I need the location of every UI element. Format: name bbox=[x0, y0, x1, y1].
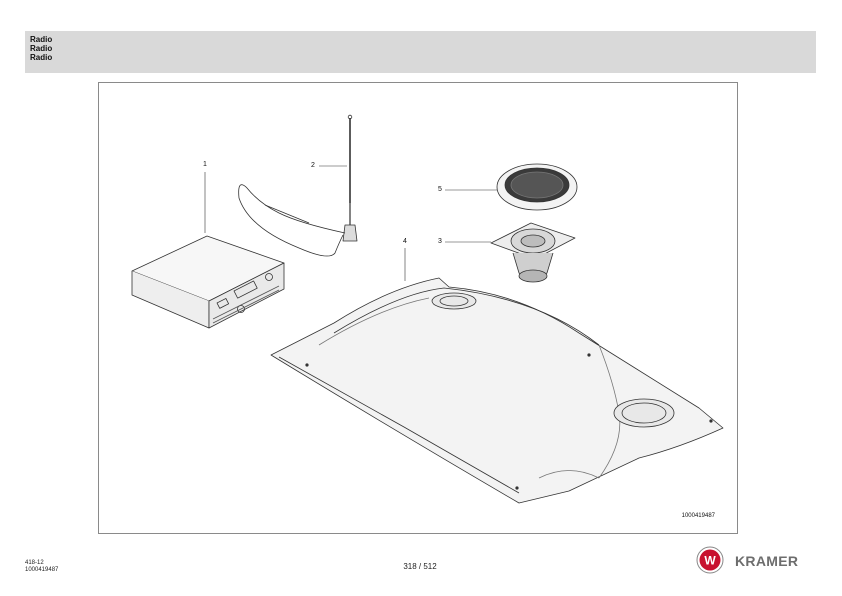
header-band: Radio Radio Radio bbox=[25, 31, 816, 73]
svg-text:W: W bbox=[704, 554, 716, 568]
exploded-view-figure: 1 2 3 4 5 1000419487 bbox=[98, 82, 738, 534]
callout-3: 3 bbox=[438, 238, 442, 245]
kramer-logo-icon: W bbox=[696, 546, 724, 574]
speaker-icon bbox=[490, 222, 576, 283]
speaker-grille-icon bbox=[496, 163, 578, 211]
brand-name: KRAMER bbox=[735, 553, 799, 569]
roof-lining-panel-icon bbox=[270, 277, 724, 504]
antenna-icon bbox=[342, 114, 358, 242]
page-counter: 318 / 512 bbox=[403, 562, 437, 571]
header-line-3: Radio bbox=[30, 53, 53, 62]
footer-code-line-2: 1000419487 bbox=[25, 567, 59, 573]
footer-codes: 418-12 1000419487 bbox=[25, 560, 58, 574]
callout-1: 1 bbox=[203, 161, 207, 168]
antenna-cable-icon bbox=[238, 184, 346, 257]
callout-2: 2 bbox=[311, 162, 315, 169]
parts-drawing bbox=[131, 114, 724, 504]
header-line-2: Radio bbox=[30, 44, 53, 53]
header-line-1: Radio bbox=[30, 35, 53, 44]
footer-code-line-1: 418-12 bbox=[25, 560, 44, 566]
callout-4: 4 bbox=[403, 238, 407, 245]
drawing-number: 1000419487 bbox=[681, 513, 715, 519]
callout-5: 5 bbox=[438, 186, 442, 193]
radio-unit-icon bbox=[131, 235, 285, 329]
